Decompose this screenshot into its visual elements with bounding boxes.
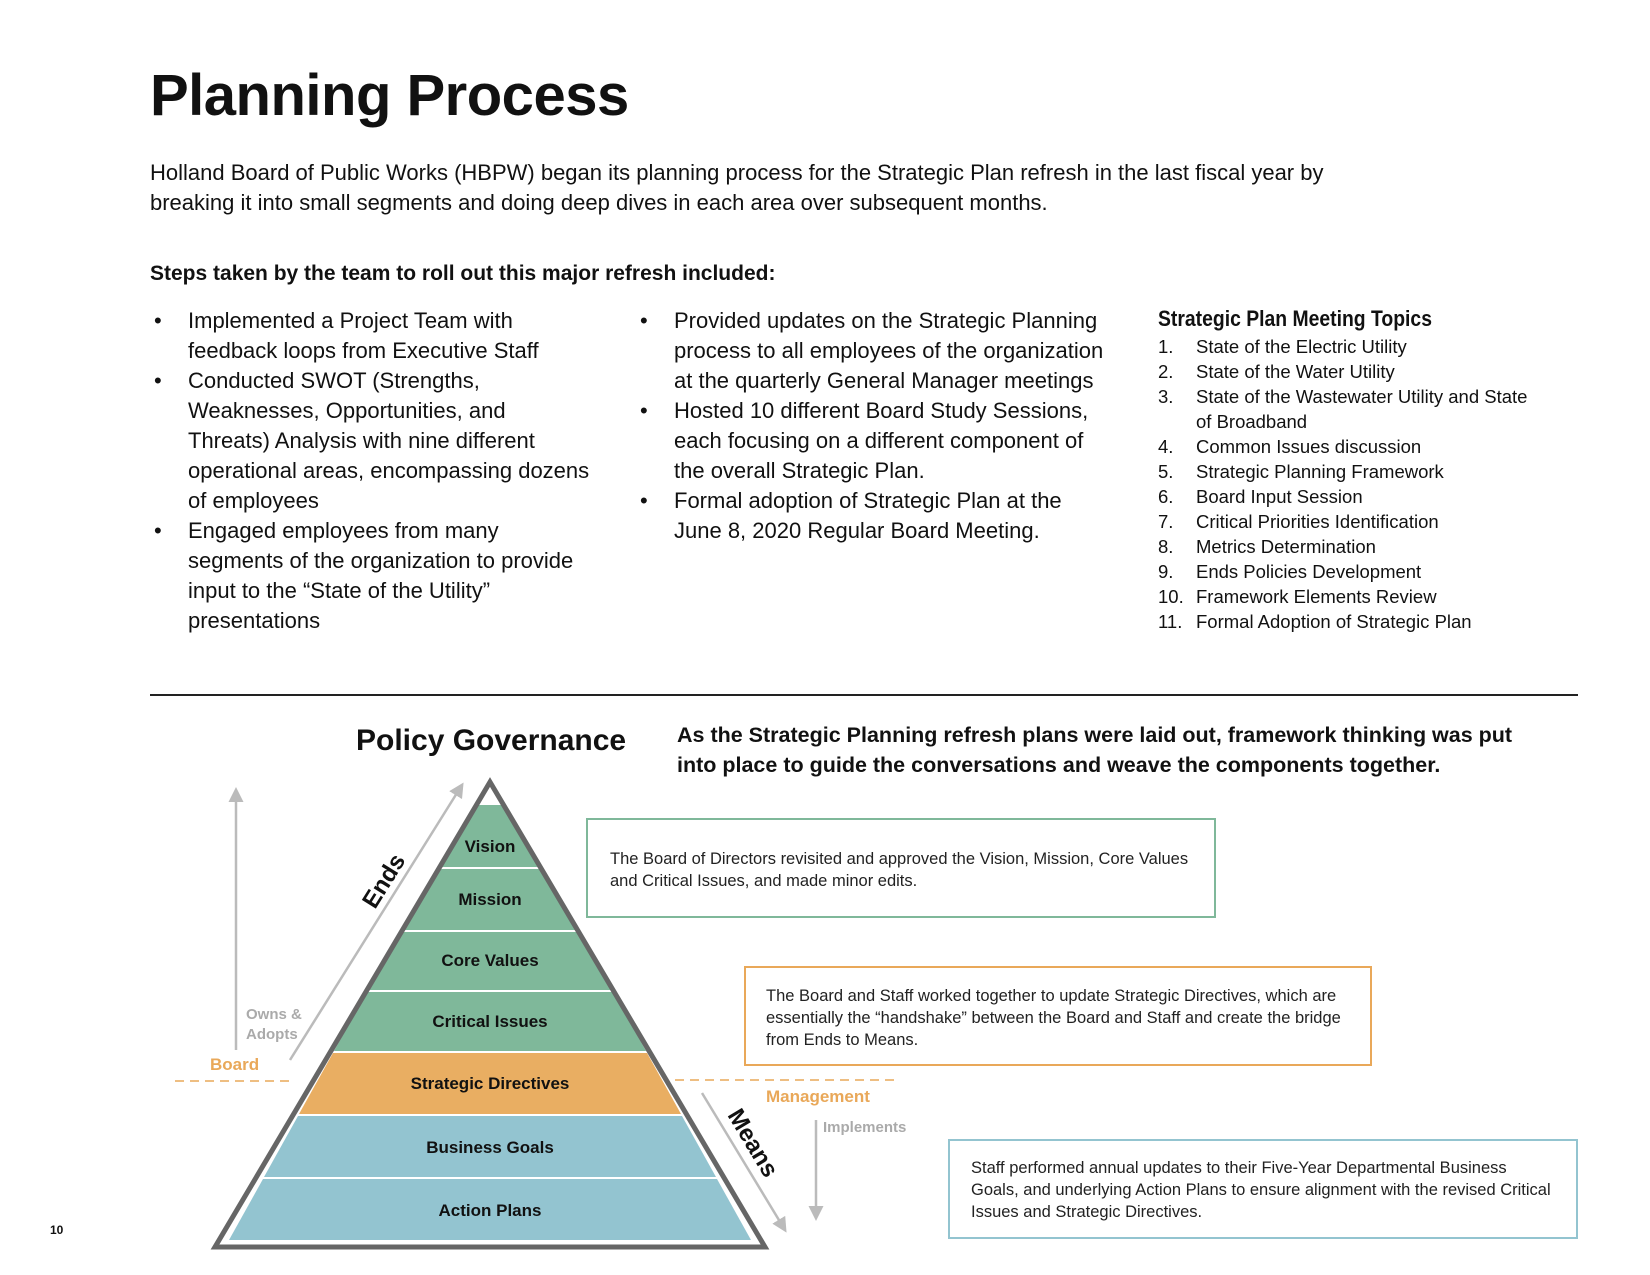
list-item: 11. Formal Adoption of Strategic Plan [1158, 609, 1528, 634]
layer-label-mission: Mission [458, 890, 521, 909]
ends-arrow [288, 782, 464, 1061]
implements-label: Implements [823, 1119, 906, 1136]
topic-number: 9. [1158, 561, 1174, 582]
pyramid-layer-critical-issues [334, 992, 646, 1051]
topic-text: State of the Electric Utility [1196, 336, 1407, 357]
topic-number: 5. [1158, 461, 1174, 482]
list-item: 9. Ends Policies Development [1158, 559, 1528, 584]
list-item: 10. Framework Elements Review [1158, 584, 1528, 609]
list-item: 3. State of the Wastewater Utility and St… [1158, 384, 1528, 434]
pyramid-outline [210, 777, 770, 1250]
policy-governance-intro: As the Strategic Planning refresh plans … [677, 723, 1513, 777]
topic-number: 1. [1158, 336, 1174, 357]
topic-text: Ends Policies Development [1196, 561, 1422, 582]
topic-text: Formal Adoption of Strategic Plan [1196, 611, 1472, 632]
list-item: 8. Metrics Determination [1158, 534, 1528, 559]
layer-label-action-plans: Action Plans [439, 1201, 542, 1220]
topic-text: Board Input Session [1196, 486, 1363, 507]
topics-list: 1. State of the Electric Utility 2. State … [1158, 334, 1528, 634]
topic-text: Critical Priorities Identification [1196, 511, 1439, 532]
list-item: Conducted SWOT (Strengths, Weaknesses, O… [150, 366, 590, 516]
layer-label-business-goals: Business Goals [426, 1138, 554, 1157]
layer-label-strategic-directives: Strategic Directives [411, 1074, 570, 1093]
layer-label-core-values: Core Values [441, 951, 538, 970]
topics-heading: Strategic Plan Meeting Topics [1158, 306, 1432, 331]
layer-label-vision: Vision [465, 837, 516, 856]
topic-number: 2. [1158, 361, 1174, 382]
staff-update-callout: Staff performed annual updates to their … [948, 1139, 1578, 1239]
pyramid-layer-vision [439, 805, 541, 867]
means-arrow [700, 1092, 787, 1233]
list-item: Hosted 10 different Board Study Sessions… [636, 396, 1106, 486]
pyramid-layer-strategic-directives [299, 1053, 681, 1114]
topic-text: Metrics Determination [1196, 536, 1376, 557]
pyramid-layer-core-values [368, 932, 612, 990]
list-item: 4. Common Issues discussion [1158, 434, 1528, 459]
management-label: Management [766, 1087, 870, 1106]
topic-text: Strategic Planning Framework [1196, 461, 1444, 482]
board-label: Board [210, 1055, 259, 1074]
list-item: 2. State of the Water Utility [1158, 359, 1528, 384]
policy-governance-pyramid-diagram: Vision Mission Core Values Critical Issu… [175, 777, 906, 1250]
list-item: Engaged employees from many segments of … [150, 516, 590, 636]
list-item: Formal adoption of Strategic Plan at the… [636, 486, 1106, 546]
list-item: Provided updates on the Strategic Planni… [636, 306, 1106, 396]
pyramid-layer-action-plans [229, 1179, 751, 1240]
topic-number: 8. [1158, 536, 1174, 557]
topic-text: Framework Elements Review [1196, 586, 1437, 607]
topic-number: 6. [1158, 486, 1174, 507]
steps-list-left: Implemented a Project Team with feedback… [150, 306, 590, 636]
topic-number: 3. [1158, 386, 1174, 407]
page-title: Planning Process [150, 63, 629, 128]
topic-number: 4. [1158, 436, 1174, 457]
topic-number: 10. [1158, 586, 1184, 607]
list-item: 5. Strategic Planning Framework [1158, 459, 1528, 484]
steps-heading: Steps taken by the team to roll out this… [150, 262, 776, 285]
topic-number: 7. [1158, 511, 1174, 532]
handshake-callout: The Board and Staff worked together to u… [744, 966, 1372, 1066]
list-item: 1. State of the Electric Utility [1158, 334, 1528, 359]
list-item: 7. Critical Priorities Identification [1158, 509, 1528, 534]
page-number: 10 [50, 1223, 64, 1237]
steps-list-right: Provided updates on the Strategic Planni… [636, 306, 1106, 546]
pyramid-layer-mission [403, 869, 577, 930]
topic-text: Common Issues discussion [1196, 436, 1422, 457]
intro-paragraph: Holland Board of Public Works (HBPW) beg… [150, 160, 1324, 215]
list-item: 6. Board Input Session [1158, 484, 1528, 509]
owns-label: Owns & [246, 1006, 302, 1023]
list-item: Implemented a Project Team with feedback… [150, 306, 590, 366]
pyramid-layer-business-goals [264, 1116, 716, 1177]
topic-text: State of the Wastewater Utility and Stat… [1196, 386, 1528, 432]
board-update-callout: The Board of Directors revisited and app… [586, 818, 1216, 918]
adopts-label: Adopts [246, 1026, 298, 1043]
policy-governance-title: Policy Governance [356, 724, 627, 757]
section-divider [150, 694, 1578, 696]
layer-label-critical-issues: Critical Issues [432, 1012, 547, 1031]
topic-number: 11. [1158, 611, 1183, 632]
topic-text: State of the Water Utility [1196, 361, 1395, 382]
